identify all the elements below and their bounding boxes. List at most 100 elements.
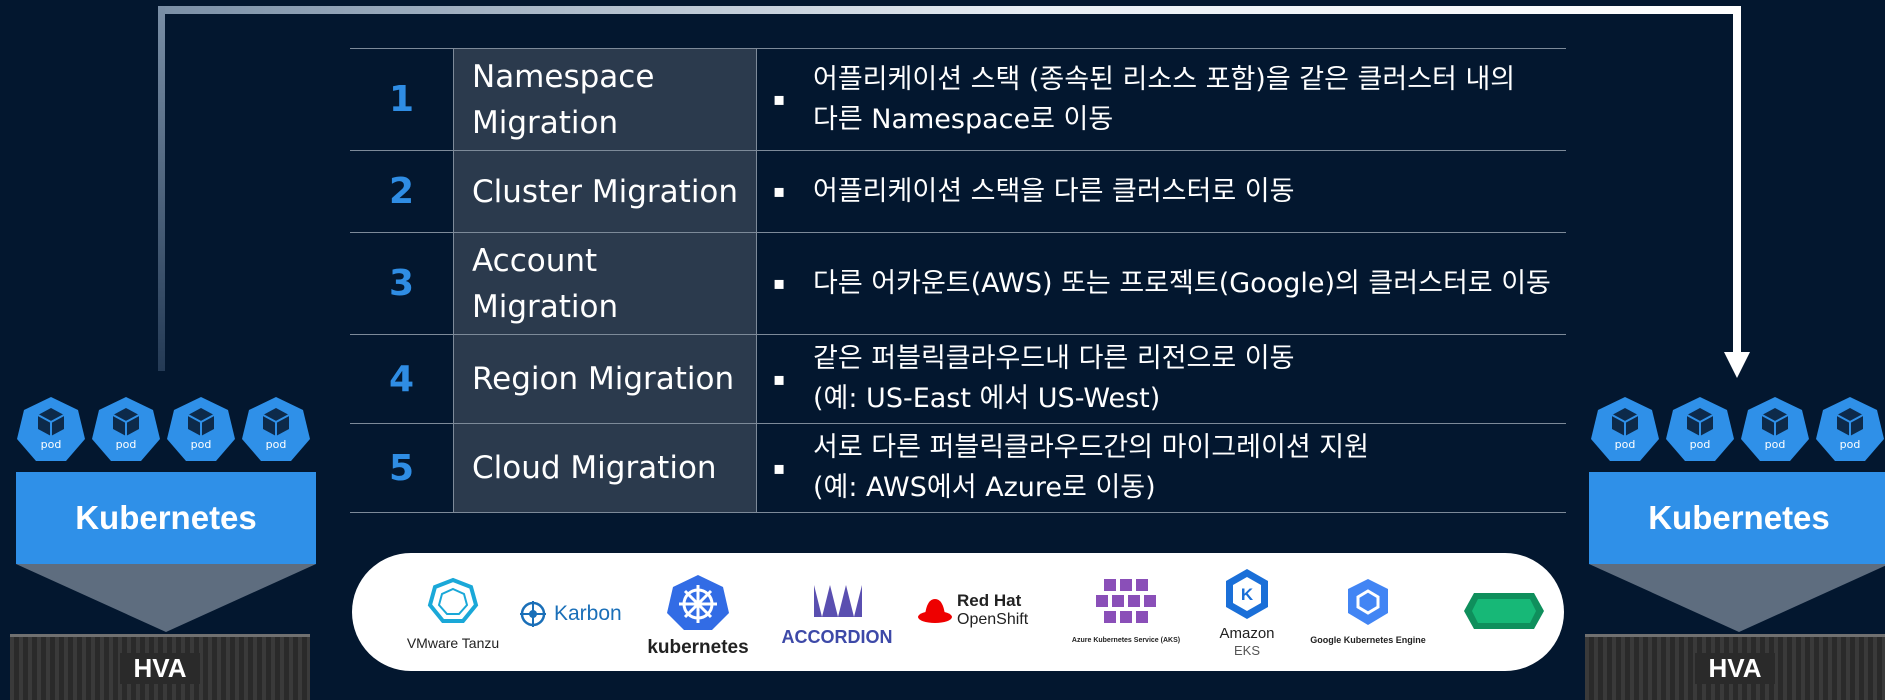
bullet-icon: ▪ [773, 457, 786, 479]
platform-logos-band: VMware Tanzu Karbon kubernetes ACCORDION [352, 553, 1564, 671]
description-line: 같은 퍼블릭클라우드내 다른 리전으로 이동 [813, 343, 1295, 374]
aks-logo: Azure Kubernetes Service (AKS) [1056, 575, 1196, 644]
arrow-down-icon [1724, 352, 1750, 378]
pod-icon: pod [1740, 396, 1810, 462]
row-number: 3 [350, 233, 454, 334]
table-row: 4 Region Migration ▪ 같은 퍼블릭클라우드내 다른 리전으로… [350, 335, 1566, 424]
kubernetes-logo: kubernetes [638, 573, 758, 659]
svg-text:K: K [1241, 585, 1254, 604]
pod-label: pod [1689, 438, 1711, 451]
row-title: Region Migration [454, 335, 757, 423]
bullet-icon: ▪ [773, 368, 786, 390]
row-title-line: Cluster Migration [472, 173, 739, 210]
row-title-line: Region Migration [472, 361, 735, 397]
bullet-icon: ▪ [773, 181, 786, 202]
accordion-icon [814, 585, 862, 617]
row-title: Cloud Migration [454, 424, 757, 512]
row-title: Account Migration [454, 233, 757, 334]
table-row: 2 Cluster Migration ▪ 어플리케이션 스택을 다른 클러스터… [350, 151, 1566, 233]
accordion-label: ACCORDION [781, 627, 893, 647]
left-funnel-shape [16, 564, 316, 632]
row-description: ▪ 어플리케이션 스택을 다른 클러스터로 이동 [757, 151, 1566, 232]
tanzu-label: VMware Tanzu [406, 635, 500, 651]
row-number: 5 [350, 424, 454, 512]
redhat-icon [918, 599, 952, 623]
row-title: Namespace Migration [454, 49, 757, 150]
connector-line-right [1733, 6, 1741, 356]
aks-icon [1096, 579, 1156, 623]
pod-icon: pod [166, 396, 236, 462]
pod-label: pod [265, 438, 287, 451]
pod-label: pod [1614, 438, 1636, 451]
redhat-label: Red Hat [957, 591, 1022, 610]
tanzu-icon [427, 577, 479, 623]
right-hva-server: HVA [1585, 634, 1885, 700]
row-title-line: Migration [472, 288, 619, 325]
left-hva-server: HVA [10, 634, 310, 700]
bullet-icon: ▪ [773, 89, 786, 110]
amazon-eks-logo: K Amazon EKS [1202, 567, 1292, 659]
eks-label: EKS [1233, 643, 1260, 658]
karbon-icon [520, 601, 546, 627]
pod-label: pod [1764, 438, 1786, 451]
pod-icon: pod [241, 396, 311, 462]
redhat-openshift-logo: Red Hat OpenShift [917, 591, 1047, 629]
kubernetes-label: kubernetes [647, 637, 749, 658]
pod-icon: pod [1665, 396, 1735, 462]
left-pod-group: pod pod pod pod [16, 396, 316, 462]
pod-icon: pod [1590, 396, 1660, 462]
left-hva-label: HVA [119, 653, 201, 684]
vmware-tanzu-logo: VMware Tanzu [388, 577, 518, 651]
row-title-line: Namespace [472, 58, 655, 95]
description-line: 다른 어카운트(AWS) 또는 프로젝트(Google)의 클러스터로 이동 [813, 267, 1551, 299]
left-kubernetes-label: Kubernetes [16, 472, 316, 564]
row-title-line: Migration [472, 104, 619, 141]
amazon-label: Amazon [1219, 625, 1275, 642]
row-description: ▪ 다른 어카운트(AWS) 또는 프로젝트(Google)의 클러스터로 이동 [757, 233, 1566, 334]
description-line: 다른 Namespace로 이동 [813, 103, 1114, 135]
pod-label: pod [1839, 438, 1861, 451]
connector-line-left [158, 6, 165, 371]
pod-label: pod [40, 438, 62, 451]
eks-icon: K [1226, 569, 1268, 619]
row-title: Cluster Migration [454, 151, 757, 232]
row-title-line: Account [472, 242, 598, 279]
row-description: ▪ 서로 다른 퍼블릭클라우드간의 마이그레이션 지원 (예: AWS에서 Az… [757, 424, 1566, 512]
description-line: (예: US-East 에서 US-West) [813, 383, 1161, 414]
pod-icon: pod [16, 396, 86, 462]
aks-label: Azure Kubernetes Service (AKS) [1071, 637, 1181, 644]
pod-label: pod [115, 438, 137, 451]
row-description: ▪ 어플리케이션 스택 (종속된 리소스 포함)을 같은 클러스터 내의 다른 … [757, 49, 1566, 150]
karbon-logo: Karbon [518, 599, 632, 629]
description-line: 서로 다른 퍼블릭클라우드간의 마이그레이션 지원 [813, 432, 1369, 463]
pod-label: pod [190, 438, 212, 451]
description-line: (예: AWS에서 Azure로 이동) [813, 472, 1156, 503]
emerald-gem-logo [1462, 591, 1546, 635]
accordion-logo: ACCORDION [772, 581, 902, 648]
connector-line-top [158, 6, 1740, 14]
pod-icon: pod [1815, 396, 1885, 462]
migration-table: 1 Namespace Migration ▪ 어플리케이션 스택 (종속된 리… [350, 48, 1566, 513]
row-number: 2 [350, 151, 454, 232]
row-number: 1 [350, 49, 454, 150]
right-pod-group: pod pod pod pod [1590, 396, 1885, 462]
right-kubernetes-label: Kubernetes [1589, 472, 1885, 564]
gke-icon [1348, 579, 1388, 625]
karbon-label: Karbon [554, 602, 622, 625]
gem-icon [1464, 593, 1544, 629]
kubernetes-helm-icon [667, 575, 729, 630]
row-title-line: Cloud Migration [472, 450, 717, 486]
right-hva-label: HVA [1694, 653, 1776, 684]
table-row: 5 Cloud Migration ▪ 서로 다른 퍼블릭클라우드간의 마이그레… [350, 424, 1566, 513]
right-funnel-shape [1589, 564, 1885, 632]
description-line: 어플리케이션 스택을 다른 클러스터로 이동 [813, 175, 1295, 207]
gke-logo: Google Kubernetes Engine [1300, 577, 1436, 645]
description-line: 어플리케이션 스택 (종속된 리소스 포함)을 같은 클러스터 내의 [813, 63, 1516, 95]
gke-label: Google Kubernetes Engine [1310, 635, 1426, 645]
row-description: ▪ 같은 퍼블릭클라우드내 다른 리전으로 이동 (예: US-East 에서 … [757, 335, 1566, 423]
bullet-icon: ▪ [773, 273, 786, 294]
table-row: 1 Namespace Migration ▪ 어플리케이션 스택 (종속된 리… [350, 49, 1566, 151]
row-number: 4 [350, 335, 454, 423]
pod-icon: pod [91, 396, 161, 462]
table-row: 3 Account Migration ▪ 다른 어카운트(AWS) 또는 프로… [350, 233, 1566, 335]
